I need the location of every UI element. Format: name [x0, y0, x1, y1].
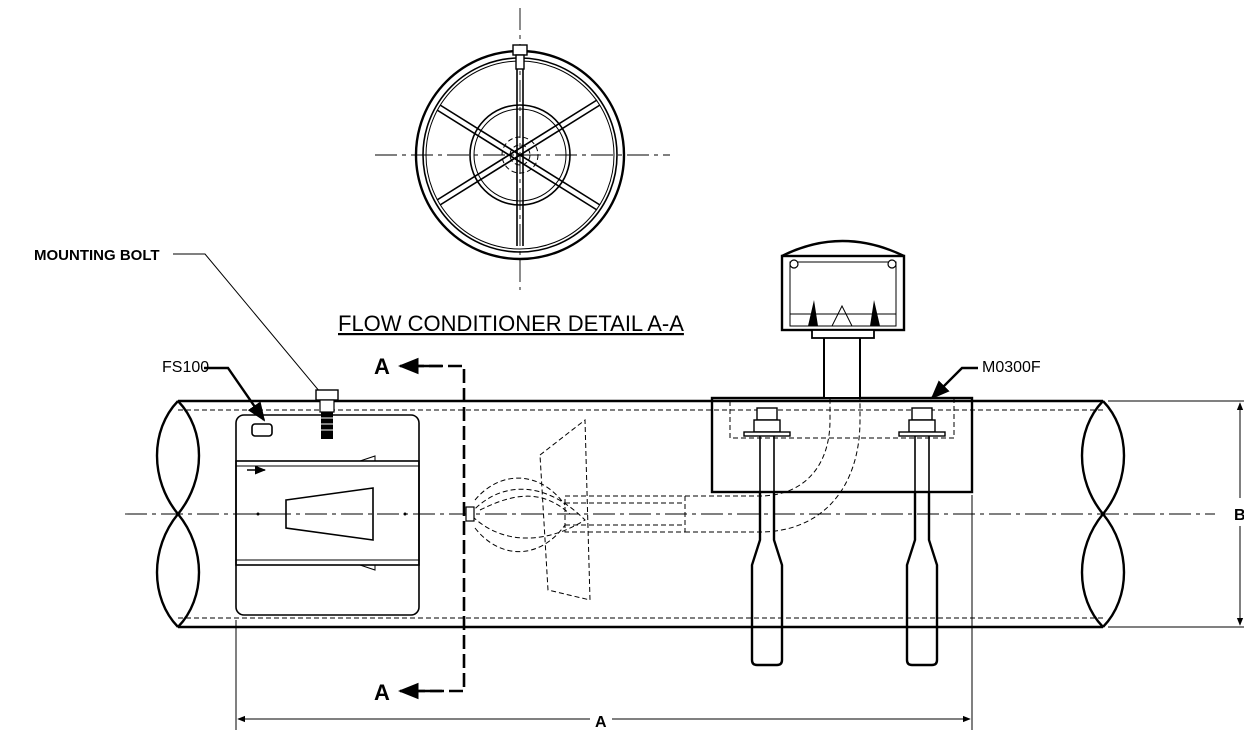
section-label-bottom: A	[374, 680, 390, 705]
mounting-bolt-leader	[173, 253, 321, 393]
dimension-a	[235, 495, 973, 730]
u-bolt-left	[743, 407, 791, 667]
u-bolt-right	[898, 407, 946, 667]
pipe-body	[125, 399, 1215, 629]
flow-conditioner-detail-view	[375, 8, 670, 290]
detail-title: FLOW CONDITIONER DETAIL A-A	[338, 311, 684, 336]
m0300f-block	[710, 335, 974, 494]
mounting-bolt	[315, 389, 339, 439]
transmitter-head	[780, 239, 906, 339]
dimension-b-label: B	[1234, 507, 1244, 524]
insertion-probe	[469, 395, 861, 601]
dimension-b	[1108, 400, 1244, 628]
mounting-bolt-label: MOUNTING BOLT	[34, 247, 160, 264]
m0300f-leader	[930, 366, 978, 400]
section-line-a-a	[397, 357, 466, 700]
dimension-a-label: A	[595, 714, 607, 731]
fs100-module	[235, 414, 420, 616]
section-label-top: A	[374, 354, 390, 379]
fs100-leader	[204, 366, 266, 422]
m0300f-label: M0300F	[982, 359, 1041, 376]
fs100-label: FS100	[162, 359, 209, 376]
